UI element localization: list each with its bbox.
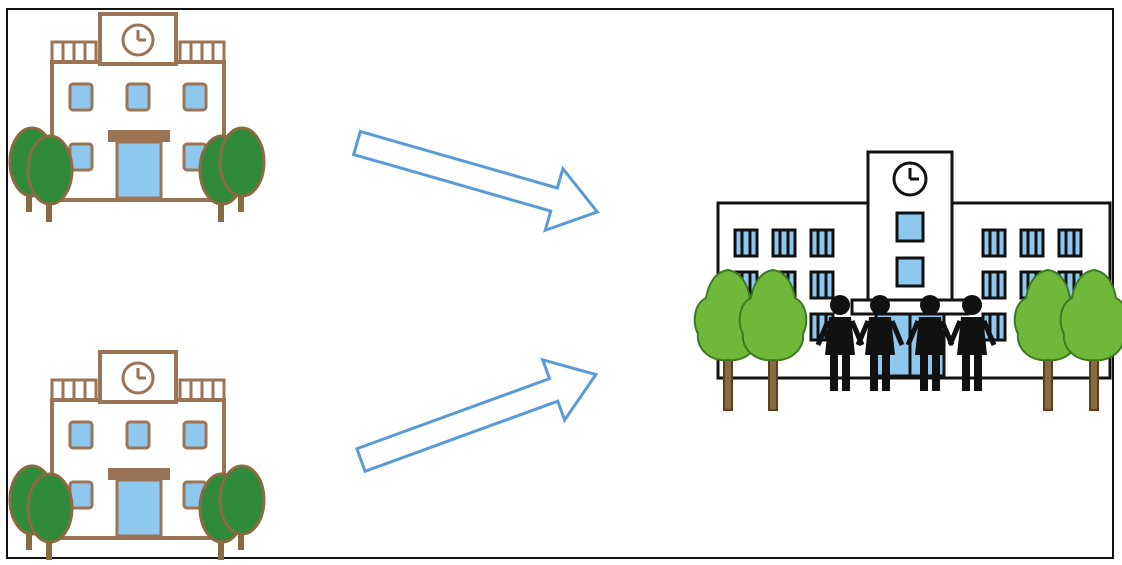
school-building-icon <box>10 14 264 222</box>
arrow-bottom <box>350 344 607 490</box>
arrow-right-icon <box>348 112 606 242</box>
small-school-top <box>10 14 264 222</box>
arrow-top <box>348 112 606 242</box>
small-school-bottom <box>10 352 264 560</box>
school-building-icon <box>10 352 264 560</box>
large-school <box>695 152 1122 410</box>
arrow-right-icon <box>350 344 607 490</box>
